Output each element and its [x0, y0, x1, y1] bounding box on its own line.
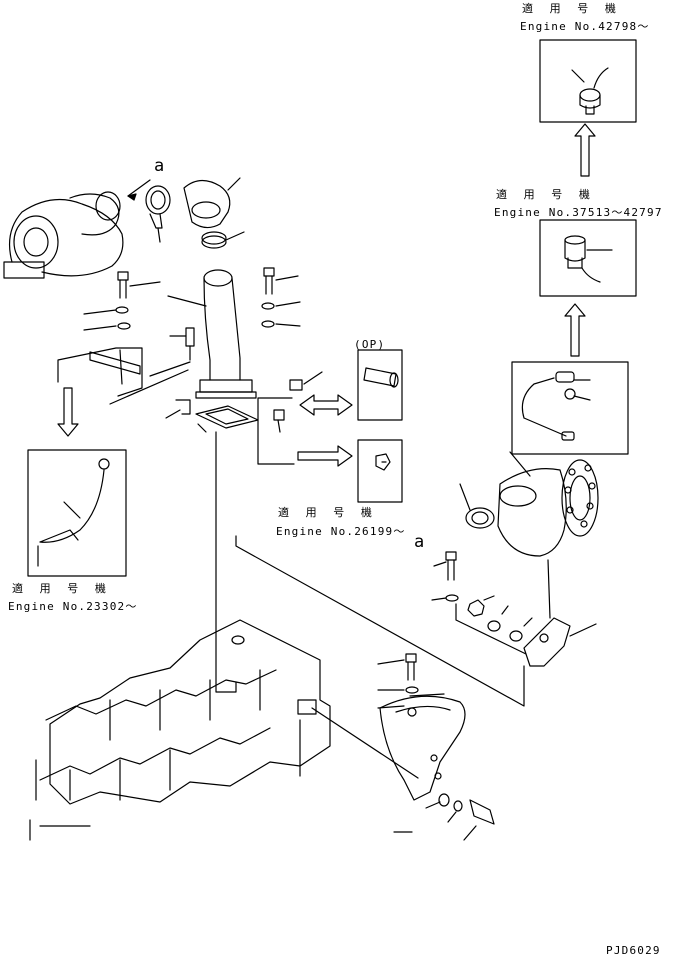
bracket-icon — [89, 349, 141, 385]
drawing-code: PJD6029 — [606, 944, 661, 957]
engine-block-icon — [29, 619, 419, 841]
applicable-label-1: 適 用 号 機 — [522, 2, 621, 15]
arrow-icon — [299, 394, 353, 416]
bolt-icon — [273, 409, 285, 433]
clamp-icon — [201, 231, 245, 249]
applicable-label-2: 適 用 号 機 — [496, 188, 595, 201]
applicable-label-3: 適 用 号 機 — [278, 506, 377, 519]
arrow-icon — [574, 123, 596, 177]
detail-box-42798 — [539, 39, 637, 123]
bolt-icon — [377, 653, 417, 681]
bracket-icon — [165, 399, 191, 419]
applicable-label-4: 適 用 号 機 — [12, 582, 111, 595]
washer-icon — [377, 686, 419, 709]
engine-range-42798: Engine No.42798～ — [520, 20, 650, 33]
elbow-pipe-icon — [167, 269, 257, 399]
gasket-icon — [195, 405, 259, 433]
detail-box-26199 — [357, 439, 403, 503]
elbow-pipe-icon — [183, 177, 241, 229]
washer-icon — [431, 594, 533, 642]
washer-icon — [83, 306, 131, 331]
sensor-icon — [571, 67, 609, 115]
sensor-icon — [521, 371, 591, 441]
detail-box-23302 — [27, 449, 127, 577]
sensor-icon — [564, 235, 613, 283]
arrow-icon — [57, 387, 79, 437]
option-label: (OP) — [354, 338, 386, 351]
bolt-icon — [363, 367, 399, 388]
arrow-icon — [564, 303, 586, 357]
engine-range-37513: Engine No.37513～42797 — [494, 206, 663, 219]
bracket-icon — [379, 693, 466, 801]
detail-box-37513 — [539, 219, 637, 297]
callout-a-top: a — [154, 156, 165, 176]
option-part-box — [357, 349, 403, 421]
engine-range-26199: Engine No.26199～ — [276, 525, 406, 538]
bolt-icon — [375, 453, 391, 471]
bolt-icon — [117, 271, 161, 299]
engine-range-23302: Engine No.23302～ — [8, 600, 138, 613]
callout-a-bottom: a — [414, 532, 425, 552]
clamp-icon — [145, 185, 171, 243]
arrow-icon — [297, 445, 353, 467]
sensor-icon — [37, 458, 110, 567]
elbow-pipe-icon — [497, 451, 599, 557]
turbocharger-icon — [3, 191, 124, 279]
bolt-icon — [263, 267, 299, 295]
bolt-icon — [289, 371, 323, 391]
detail-box-sensor-pipe — [511, 361, 629, 455]
washer-icon — [261, 301, 301, 328]
bolt-icon — [433, 551, 457, 581]
clamp-icon — [459, 483, 495, 529]
sensor-icon — [169, 327, 195, 361]
bracket-icon — [523, 617, 597, 667]
washer-icon — [425, 793, 495, 841]
